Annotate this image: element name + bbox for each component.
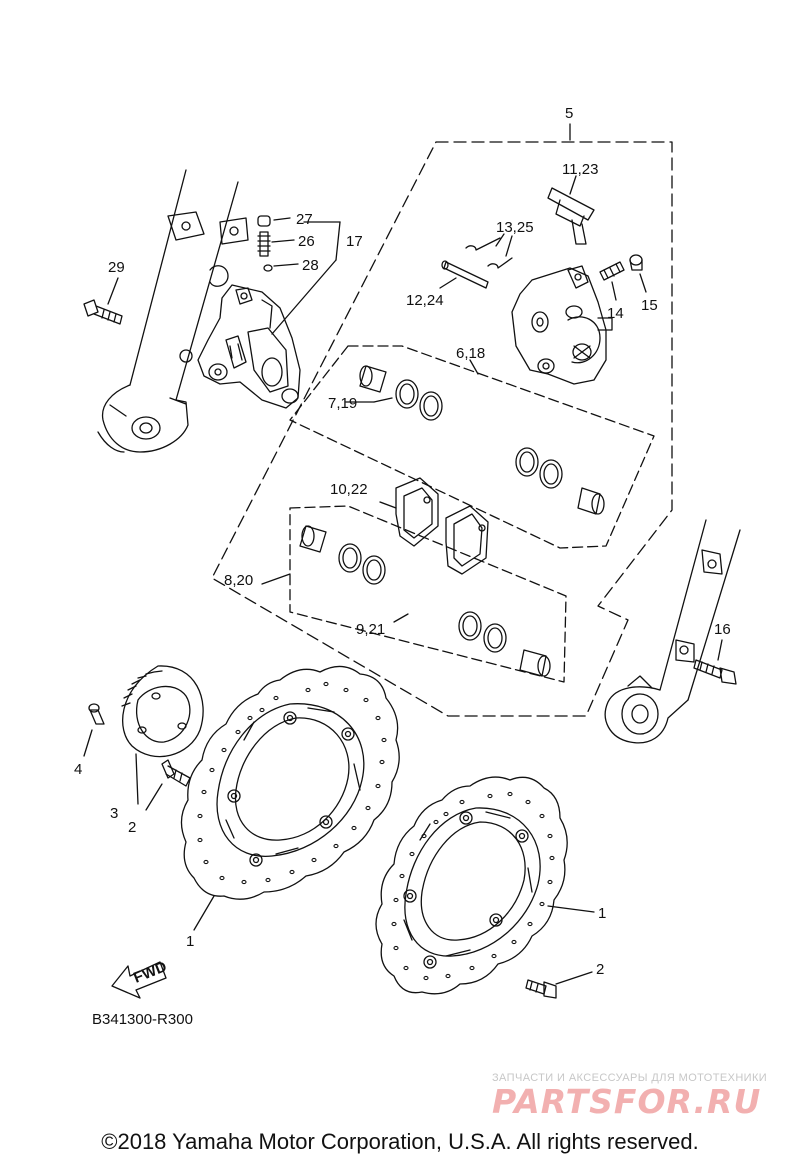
callout-26: 26 [298,233,315,250]
callout-4: 4 [74,761,82,778]
watermark-tagline: ЗАПЧАСТИ И АКСЕССУАРЫ ДЛЯ МОТОТЕХНИКИ [492,1072,768,1084]
fwd-arrow-icon: FWD [111,958,169,999]
callout-13-25: 13,25 [496,219,534,236]
pad-spring-11-23 [547,175,595,245]
brake-disc-right [375,776,595,995]
callout-10-22: 10,22 [330,481,368,498]
callout-1-right: 1 [598,905,606,922]
callout-9-21: 9,21 [356,621,385,638]
callout-17: 17 [346,233,363,250]
callout-2-right: 2 [596,961,604,978]
cap-15 [629,254,647,293]
callout-16: 16 [714,621,731,638]
bleed-screw-14 [599,261,625,301]
bolt-2-left [145,759,191,811]
brake-disc-left [180,665,400,931]
callout-12-24: 12,24 [406,292,444,309]
right-fork-leg [604,519,741,744]
left-brake-caliper [197,284,301,409]
watermark-brand-logo: PARTSFOR.RU [492,1082,762,1121]
leader-lines [135,123,571,805]
diagram-code: B341300-R300 [92,1011,193,1028]
callout-labels: 5 11,23 13,25 12,24 14 15 27 26 17 28 29… [74,105,731,1028]
callout-6-18: 6,18 [456,345,485,362]
retaining-clips-13-25 [465,233,513,269]
callout-27: 27 [296,211,313,228]
seal-set-6-18-frame [289,345,655,549]
callout-3: 3 [110,805,118,822]
bolt-29 [83,277,123,325]
left-fork-leg [97,169,249,453]
bleeder-assembly [257,215,299,272]
callout-28: 28 [302,257,319,274]
callout-7-19: 7,19 [328,395,357,412]
callout-29: 29 [108,259,125,276]
callout-11-23: 11,23 [562,161,598,178]
callout-15: 15 [641,297,658,314]
callout-1-left: 1 [186,933,194,950]
assembly-frame-5 [211,141,673,717]
callout-5: 5 [565,105,573,122]
pad-pin-12-24 [439,260,489,289]
callout-8-20: 8,20 [224,572,253,589]
screw-4 [83,703,105,757]
callout-14: 14 [607,305,624,322]
right-brake-caliper [511,265,613,385]
copyright-notice: ©2018 Yamaha Motor Corporation, U.S.A. A… [101,1129,699,1154]
bolt-2-right [525,971,593,999]
lower-pistons-seals [299,525,551,677]
bolt-16 [693,639,737,685]
sensor-rotor-3 [121,665,204,758]
seal-set-8-20-frame [289,505,567,683]
callout-2-left: 2 [128,819,136,836]
upper-pistons-seals [359,365,605,515]
brake-pads-10-22 [379,477,489,575]
